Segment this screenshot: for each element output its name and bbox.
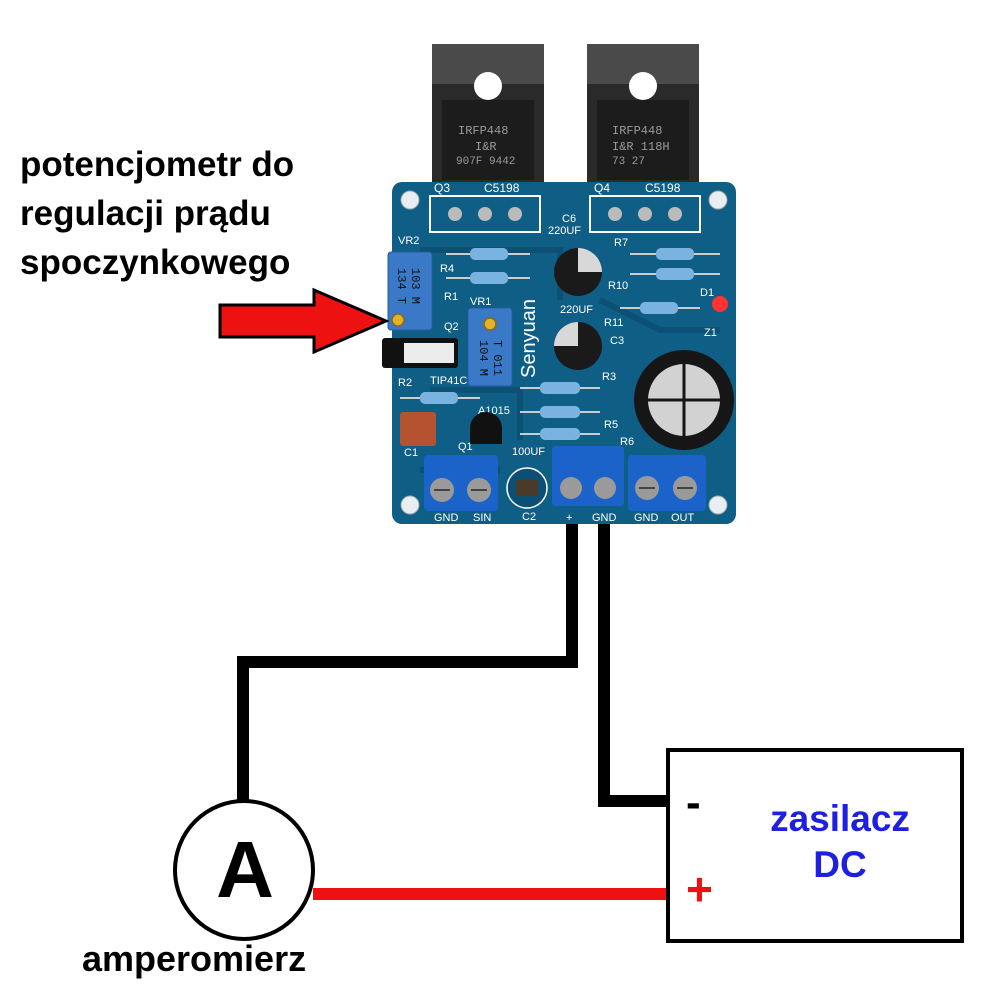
annotation-line-3: spoczynkowego	[20, 243, 291, 282]
terminal-labels: GND + SIN + GND GND OUT	[434, 512, 695, 524]
q4-footprint	[589, 195, 701, 233]
mounting-holes	[400, 190, 728, 515]
silk-r5: R5	[604, 419, 618, 431]
red-arrow	[218, 287, 390, 355]
vr1-marking-2: T 011	[490, 340, 504, 376]
capacitor-c3	[554, 322, 602, 370]
annotation-line-2: regulacji prądu	[20, 194, 271, 233]
q4-part: C5198	[645, 181, 681, 195]
silk-vr2: VR2	[398, 235, 419, 247]
resistor	[630, 248, 720, 260]
terminal-input-sin-label: SIN	[473, 512, 491, 524]
wire-board-to-ammeter	[237, 500, 578, 800]
transistor-q4: IRFP448 I&R 118H 73 27	[587, 44, 699, 189]
potentiometer-vr1: 104 M T 011	[467, 307, 513, 387]
resistors	[400, 248, 720, 440]
terminal-power-plus: +	[566, 512, 572, 524]
vr2-marking-2: 103 M	[408, 268, 422, 304]
terminal-output	[628, 455, 706, 511]
psu-title: zasilacz DC	[740, 796, 940, 888]
silk-r7: R7	[614, 237, 628, 249]
capacitor-c2	[506, 467, 548, 509]
silk-c3: C3	[610, 335, 624, 347]
potentiometer-annotation: potencjometr do regulacji prądu spoczynk…	[20, 140, 400, 287]
ammeter-symbol	[173, 799, 315, 941]
q3-footprint	[429, 195, 541, 233]
resistor	[520, 428, 600, 440]
annotation-line-1: potencjometr do	[20, 145, 295, 184]
terminal-input-gnd: GND	[434, 512, 459, 524]
capacitor-c4-large	[634, 350, 734, 450]
silk-c2: C2	[522, 511, 536, 523]
q3-marking-2: I&R	[475, 140, 497, 154]
silk-c1: C1	[404, 447, 418, 459]
psu-title-line-1: zasilacz	[770, 798, 910, 839]
silk-c6: C6	[562, 213, 576, 225]
capacitor-c1	[400, 412, 436, 446]
silk-r11: R11	[604, 317, 623, 329]
q4-marking-2: I&R 118H	[612, 140, 670, 154]
psu-plus-terminal: +	[686, 863, 713, 915]
q4-marking-1: IRFP448	[612, 124, 662, 138]
transistor-pins	[448, 207, 682, 221]
silk-r4: R4	[440, 263, 454, 275]
ammeter-letter: A	[216, 825, 274, 914]
silk-tip41c: TIP41C	[430, 375, 467, 387]
resistor	[520, 382, 600, 394]
wire-board-to-psu-minus	[598, 500, 670, 807]
resistor	[630, 268, 720, 280]
silk-r2: R2	[398, 377, 412, 389]
silk-c6-value: 220UF	[548, 225, 581, 237]
capacitor-c6	[554, 248, 602, 296]
silk-q1: Q1	[458, 441, 473, 453]
silk-c3-value: 220UF	[560, 304, 593, 316]
psu-title-line-2: DC	[813, 844, 867, 885]
vr2-adjust-screw[interactable]	[391, 313, 405, 327]
silk-q2: Q2	[444, 321, 459, 333]
wires	[237, 500, 670, 900]
silkscreen-labels: VR2 R4 R1 VR1 Q2 R2 TIP41C A1015 Q1 C1 C…	[398, 213, 720, 523]
terminal-input	[424, 455, 498, 511]
vr1-marking-1: 104 M	[476, 340, 490, 376]
silk-brand: Senyuan	[518, 299, 540, 378]
q4-marking-3: 73 27	[612, 156, 645, 168]
psu-minus-terminal: -	[686, 778, 701, 827]
silk-r3: R3	[602, 371, 616, 383]
q3-part: C5198	[484, 181, 520, 195]
resistor	[520, 406, 600, 418]
resistor	[400, 392, 480, 404]
ammeter-label: amperomierz	[82, 938, 307, 979]
q4-ref: Q4	[594, 181, 610, 195]
transistor-q2-tip41c	[382, 338, 458, 368]
silk-vr1: VR1	[470, 296, 491, 308]
terminal-output-gnd: GND	[634, 512, 659, 524]
resistor	[620, 302, 700, 314]
resistor	[446, 272, 530, 284]
silk-z1: Z1	[704, 327, 717, 339]
vr2-marking-1: 134 T	[394, 268, 408, 304]
power-supply-box	[666, 748, 964, 943]
silk-d1: D1	[700, 287, 714, 299]
led-d1	[712, 296, 728, 312]
silk-c2-value: 100UF	[512, 446, 545, 458]
q3-marking-3: 907F 9442	[456, 156, 515, 168]
silk-r1: R1	[444, 291, 458, 303]
q3-ref: Q3	[434, 181, 450, 195]
transistor-q3: IRFP448 I&R 907F 9442	[432, 44, 544, 189]
q3-marking-1: IRFP448	[458, 124, 508, 138]
amplifier-pcb: Q3 C5198 Q4 C5198 VR2 R4 R1 VR1 Q2 R2 TI…	[382, 181, 736, 524]
silk-r6: R6	[620, 436, 634, 448]
potentiometer-vr2: 134 T 103 M	[387, 251, 433, 331]
terminal-output-out: OUT	[671, 512, 695, 524]
terminal-power-gnd: GND	[592, 512, 617, 524]
silk-r10: R10	[608, 280, 628, 292]
transistor-q1-a1015	[470, 412, 502, 444]
terminal-power	[552, 446, 624, 506]
resistor	[446, 248, 530, 260]
